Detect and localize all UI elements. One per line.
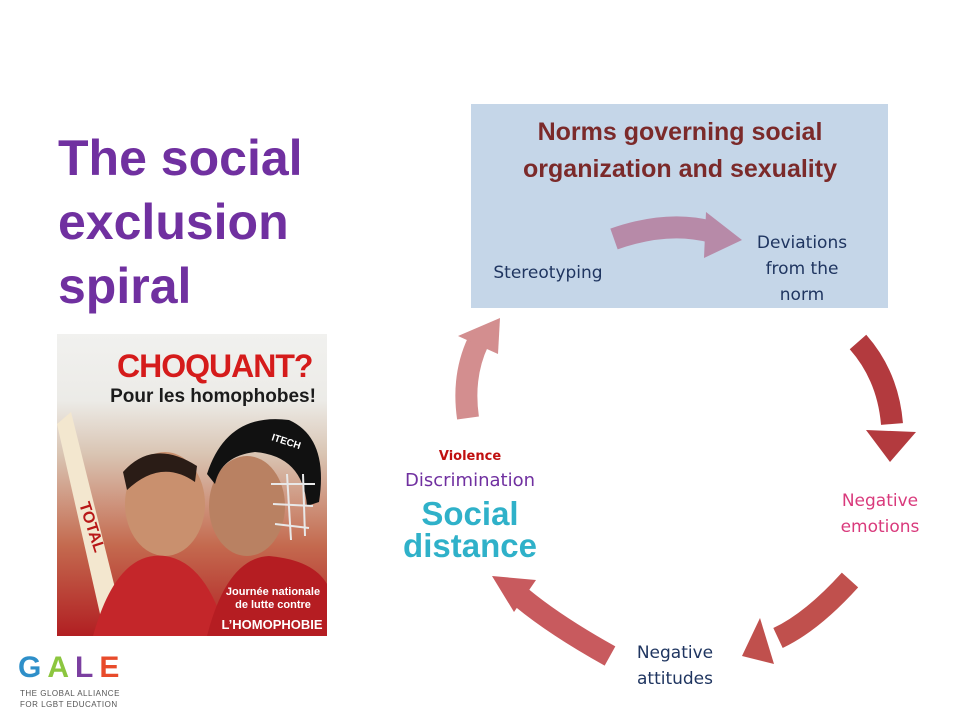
gale-logo: GALE THE GLOBAL ALLIANCE FOR LGBT EDUCAT… xyxy=(18,652,148,712)
node-line: emotions xyxy=(840,517,920,537)
node-deviations-from-norm: Deviations from the norm xyxy=(735,230,869,308)
arrow-attitudes-to-social-distance xyxy=(492,576,616,666)
gale-letters: GALE xyxy=(18,652,125,684)
poster-headline: CHOQUANT? xyxy=(117,348,313,384)
arrow-social-distance-to-stereotyping xyxy=(455,318,500,420)
poster-footer: Journée nationale de lutte contre xyxy=(221,586,325,612)
norms-title-line: Norms governing social xyxy=(537,118,823,146)
gale-letter-a: A xyxy=(47,651,76,684)
poster-footer-line: Journée nationale xyxy=(225,586,321,598)
node-discrimination: Discrimination xyxy=(405,470,535,491)
poster-subheadline: Pour les homophobes! xyxy=(110,386,316,407)
node-line: Negative xyxy=(636,643,714,663)
poster-footer-line: de lutte contre xyxy=(235,599,311,611)
poster-image: TOTAL ITECH CHOQUANT? Pour les homophobe… xyxy=(57,334,327,636)
gale-tagline-line: FOR LGBT EDUCATION xyxy=(20,700,118,709)
node-line: distance xyxy=(403,527,537,564)
gale-letter-l: L xyxy=(75,651,100,684)
stick-label: TOTAL xyxy=(75,500,107,555)
gale-tagline-line: THE GLOBAL ALLIANCE xyxy=(20,689,120,698)
node-negative-attitudes: Negative attitudes xyxy=(612,640,738,692)
gale-letter-e: E xyxy=(99,651,126,684)
node-social-distance: Social distance xyxy=(380,495,560,564)
title-line: The social xyxy=(58,130,303,186)
gale-tagline: THE GLOBAL ALLIANCE FOR LGBT EDUCATION xyxy=(20,688,150,710)
norms-title: Norms governing social organization and … xyxy=(490,114,870,188)
svg-text:TOTAL: TOTAL xyxy=(75,500,107,555)
title-line: spiral xyxy=(58,258,192,314)
node-line: Social xyxy=(421,495,519,532)
node-line: Deviations xyxy=(756,233,848,253)
node-line: from the xyxy=(765,259,839,279)
node-line: Negative xyxy=(841,491,919,511)
title-line: exclusion xyxy=(58,194,289,250)
node-stereotyping: Stereotyping xyxy=(493,263,603,283)
norms-box xyxy=(471,104,888,308)
arrow-stereotyping-to-deviations xyxy=(610,212,742,258)
slide-title: The social exclusion spiral xyxy=(58,126,358,318)
poster-footer-big: L’HOMOPHOBIE xyxy=(221,617,323,632)
node-negative-emotions: Negative emotions xyxy=(820,488,940,540)
norms-title-line: organization and sexuality xyxy=(523,155,837,183)
gale-letter-g: G xyxy=(18,651,48,684)
node-line: attitudes xyxy=(636,669,714,689)
node-violence: Violence xyxy=(438,449,502,464)
arrow-deviations-to-emotions xyxy=(849,334,916,462)
arrow-emotions-to-attitudes xyxy=(742,572,859,664)
node-line: norm xyxy=(779,285,825,305)
poster-illustration: TOTAL ITECH xyxy=(57,412,327,636)
